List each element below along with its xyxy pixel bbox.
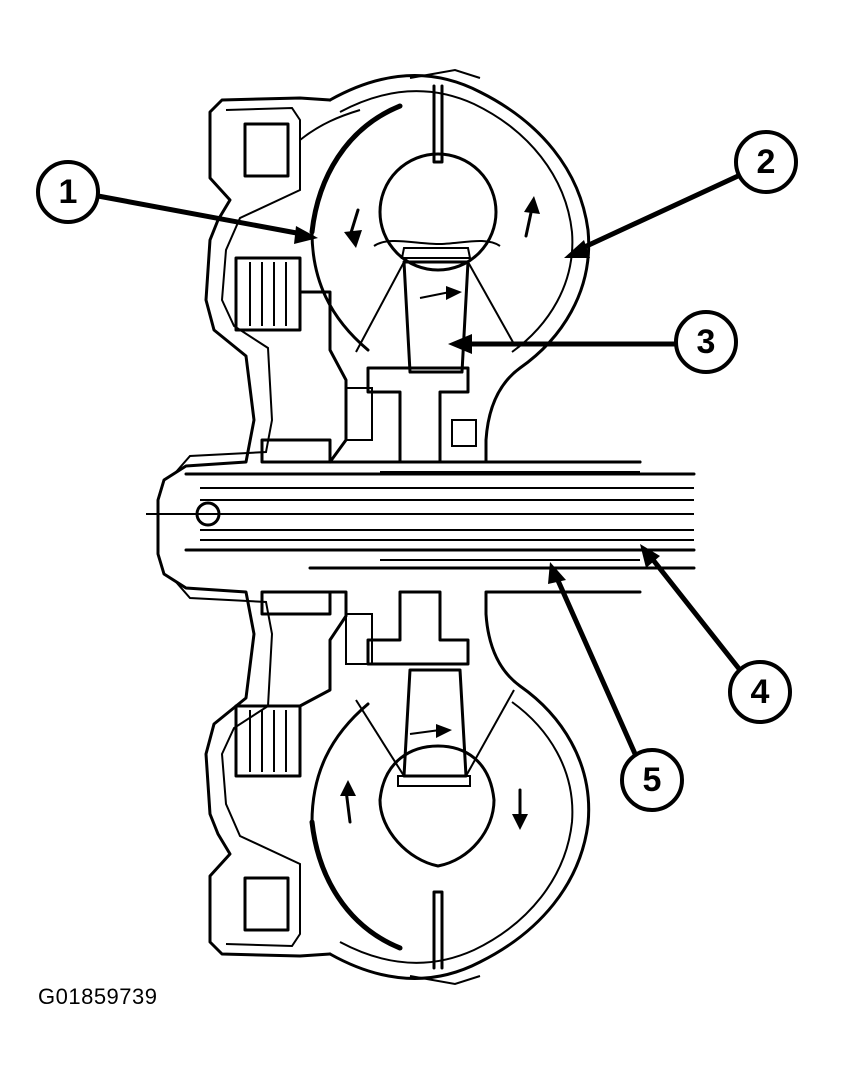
callout-4-leader <box>647 553 743 673</box>
callout-5-label: 5 <box>643 761 662 799</box>
callout-3-circle <box>674 310 738 374</box>
housing-lower <box>156 512 642 986</box>
callout-5-leader <box>553 573 639 759</box>
shafts <box>146 460 696 570</box>
figure-id: G01859739 <box>38 984 158 1009</box>
upper-stator <box>345 260 515 464</box>
clutch-pack-lower <box>234 590 348 778</box>
callout-5-circle <box>620 748 684 812</box>
lower-stator <box>345 590 515 778</box>
callout-4-circle <box>728 660 792 724</box>
callout-3-label: 3 <box>697 323 716 361</box>
callout-1-circle <box>36 160 100 224</box>
upper-torus <box>309 84 540 352</box>
callout-2-circle <box>734 130 798 194</box>
callout-2-label: 2 <box>757 143 776 181</box>
callouts: 1 2 3 4 5 <box>36 130 798 812</box>
callout-4-label: 4 <box>751 673 770 711</box>
callout-2-leader <box>575 173 741 253</box>
lower-torus <box>309 702 528 970</box>
housing-upper <box>156 68 642 516</box>
callout-1-leader <box>95 193 305 237</box>
callout-1-label: 1 <box>59 173 78 211</box>
